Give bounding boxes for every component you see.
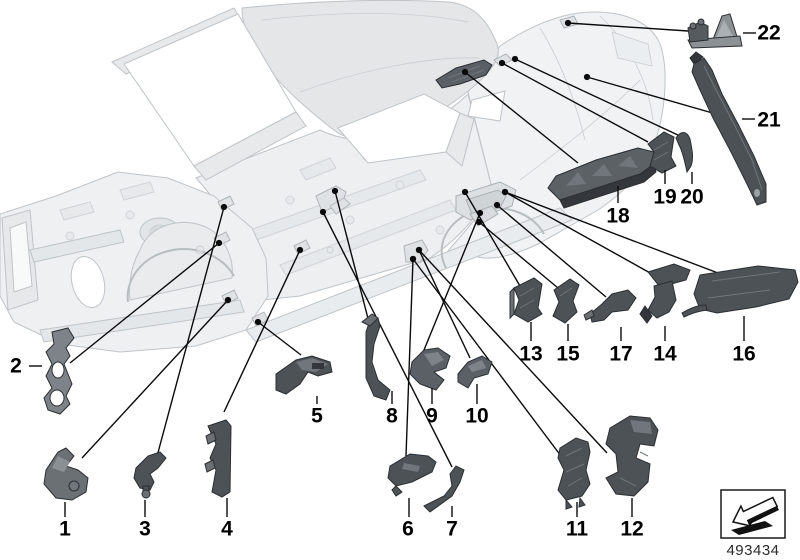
part-shape-22 [687, 13, 743, 49]
callout-21-anchor-dot [583, 73, 591, 81]
callout-20-label: 20 [680, 186, 703, 209]
leader-lines-layer [69, 19, 719, 468]
callout-16-label: 16 [732, 343, 755, 366]
callout-3-label: 3 [139, 518, 151, 541]
part-shape-14 [639, 263, 691, 324]
callout-1-anchor-dot [224, 296, 232, 304]
view-direction-arrow-icon [731, 496, 779, 535]
view-direction-legend: 493434 [720, 489, 786, 559]
callout-18-leader-line [464, 71, 579, 164]
callout-17-leader-line [496, 204, 607, 298]
callout-8-leader-line [334, 190, 372, 331]
callout-13-anchor-dot [461, 188, 469, 196]
part-shape-4 [204, 419, 232, 498]
callout-18-label: 18 [606, 205, 630, 228]
callout-7-anchor-dot [319, 208, 327, 216]
callout-2-anchor-dot [215, 239, 223, 247]
part-shape-18 [547, 147, 657, 209]
callout-16-anchor-dot [501, 188, 509, 196]
callout-4-label: 4 [221, 518, 233, 541]
part-shape-5 [275, 355, 333, 395]
callout-10-label: 10 [465, 405, 488, 428]
callout-19-anchor-dot [498, 59, 506, 67]
callout-4-anchor-dot [296, 246, 304, 254]
callout-8-anchor-dot [331, 187, 339, 195]
callout-15-label: 15 [556, 343, 580, 366]
part-shape-19 [647, 131, 677, 174]
callout-9-leader-line [423, 212, 481, 351]
part-shape-9 [409, 347, 451, 391]
part-shape-3 [133, 451, 167, 499]
callout-11-label: 11 [566, 518, 589, 541]
callout-22-label: 22 [757, 22, 780, 45]
callout-11-leader-line [412, 258, 562, 457]
callout-18-anchor-dot [461, 68, 469, 76]
callout-13-label: 13 [519, 343, 542, 366]
callout-19-label: 19 [653, 186, 676, 209]
callout-5-label: 5 [311, 405, 323, 428]
callout-7-leader-line [322, 211, 453, 468]
part-shape-16 [681, 265, 799, 318]
callout-3-leader-line [155, 206, 225, 461]
callout-22-leader-line [567, 22, 689, 32]
part-shape-8 [361, 313, 391, 401]
callout-12-label: 12 [620, 518, 643, 541]
callout-11-anchor-dot [409, 255, 417, 263]
callout-12-anchor-dot [415, 246, 423, 254]
callout-13-leader-line [464, 191, 521, 287]
callout-20-leader-line [514, 58, 681, 137]
callout-14-leader-line [504, 191, 653, 275]
part-shape-12 [605, 415, 659, 497]
callout-19-leader-line [501, 62, 649, 143]
callout-22-anchor-dot [564, 19, 572, 27]
part-shape-17 [583, 289, 637, 323]
callout-21-leader-line [586, 76, 717, 115]
part-shape-15 [552, 278, 580, 324]
part-shape-20 [675, 132, 694, 174]
callout-1-leader-line [81, 299, 229, 459]
callout-3-anchor-dot [220, 203, 228, 211]
part-shape-6 [387, 453, 437, 497]
callout-16-leader-line [504, 191, 719, 274]
callout-5-leader-line [257, 321, 302, 356]
callout-2-label: 2 [10, 355, 22, 378]
callout-4-leader-line [223, 249, 301, 413]
shaped-parts-layer [43, 13, 799, 513]
callout-20-anchor-dot [511, 55, 519, 63]
callout-6-leader-line [405, 258, 414, 457]
callout-10-leader-line [418, 249, 471, 359]
part-shape-7 [423, 465, 465, 513]
callout-15-leader-line [478, 221, 559, 289]
callout-17-anchor-dot [493, 201, 501, 209]
part-shape-10 [457, 355, 493, 389]
callout-2-leader-line [69, 242, 220, 364]
callout-7-label: 7 [446, 518, 458, 541]
callout-6-label: 6 [402, 518, 414, 541]
part-diagram-number: 493434 [726, 542, 779, 559]
callout-17-label: 17 [609, 343, 632, 366]
callout-12-leader-line [418, 249, 608, 454]
part-shape-2 [43, 327, 75, 415]
callout-9-label: 9 [426, 405, 438, 428]
callout-15-anchor-dot [475, 218, 483, 226]
callout-21-label: 21 [757, 109, 781, 132]
part-shape-11 [557, 437, 591, 510]
callout-1-label: 1 [59, 518, 71, 541]
part-shape-21 [689, 51, 767, 206]
callout-5-anchor-dot [254, 318, 262, 326]
part-shape-1 [43, 447, 89, 501]
callout-8-label: 8 [386, 405, 398, 428]
callout-14-label: 14 [653, 343, 677, 366]
part-shape-13 [509, 277, 543, 323]
